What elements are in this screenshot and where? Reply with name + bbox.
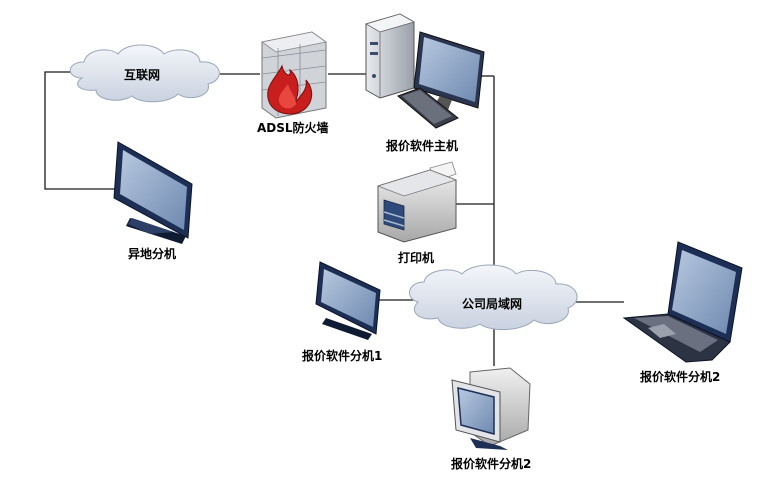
internet-cloud-icon <box>69 44 220 103</box>
lan-label: 公司局域网 <box>462 297 523 311</box>
remote-label: 异地分机 <box>128 247 177 261</box>
crt-monitor-icon <box>451 367 531 450</box>
laptop-icon <box>622 241 743 363</box>
client1-monitor-icon <box>315 261 381 340</box>
internet-label: 互联网 <box>124 68 161 82</box>
server-label: 报价软件主机 <box>386 139 459 153</box>
firewall-icon <box>261 31 327 119</box>
server-monitor-icon <box>413 31 485 110</box>
laptop-label: 报价软件分机2 <box>640 370 721 384</box>
desktop-tower-icon <box>364 13 416 99</box>
line-internet-remote <box>44 71 117 190</box>
printer-icon <box>376 161 458 243</box>
lan-cloud-icon <box>409 264 578 330</box>
client1-label: 报价软件分机1 <box>302 349 383 363</box>
connection-lines <box>44 71 624 366</box>
keyboard-icon <box>397 87 459 129</box>
printer-label: 打印机 <box>398 251 435 265</box>
firewall-label: ADSL防火墙 <box>257 121 329 135</box>
remote-monitor-icon <box>113 141 193 244</box>
client-crt-label: 报价软件分机2 <box>451 457 532 471</box>
